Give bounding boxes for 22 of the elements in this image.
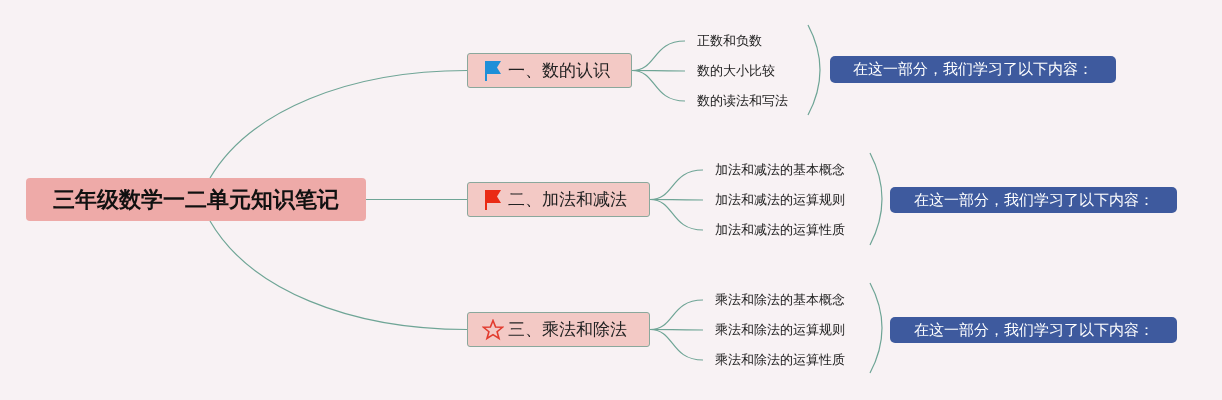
central-topic-box: 三年级数学一二单元知识笔记 [26, 178, 366, 221]
topic-box: 一、数的认识 [467, 53, 632, 88]
subtopic-text: 加法和减法的基本概念 [715, 161, 845, 179]
subtopic-text: 乘法和除法的运算性质 [715, 351, 845, 369]
connector-line [209, 69, 468, 179]
subtopic-text: 加法和减法的运算性质 [715, 221, 845, 239]
subtopic-text: 乘法和除法的运算规则 [715, 321, 845, 339]
topic-box: 三、乘法和除法 [467, 312, 650, 347]
connector-line [649, 198, 704, 231]
subtopic-text: 乘法和除法的基本概念 [715, 291, 845, 309]
subtopic-text: 正数和负数 [697, 32, 762, 50]
summary-box: 在这一部分，我们学习了以下内容： [890, 187, 1177, 213]
connector-line [365, 198, 468, 201]
subtopic-text: 数的大小比较 [697, 62, 775, 80]
summary-box: 在这一部分，我们学习了以下内容： [890, 317, 1177, 343]
subtopic-text: 数的读法和写法 [697, 92, 788, 110]
connector-line [631, 69, 686, 102]
topic-box: 二、加法和减法 [467, 182, 650, 217]
connector-line [649, 328, 704, 361]
connector-line [209, 220, 468, 331]
subtopic-text: 加法和减法的运算规则 [715, 191, 845, 209]
summary-box: 在这一部分，我们学习了以下内容： [830, 56, 1116, 83]
